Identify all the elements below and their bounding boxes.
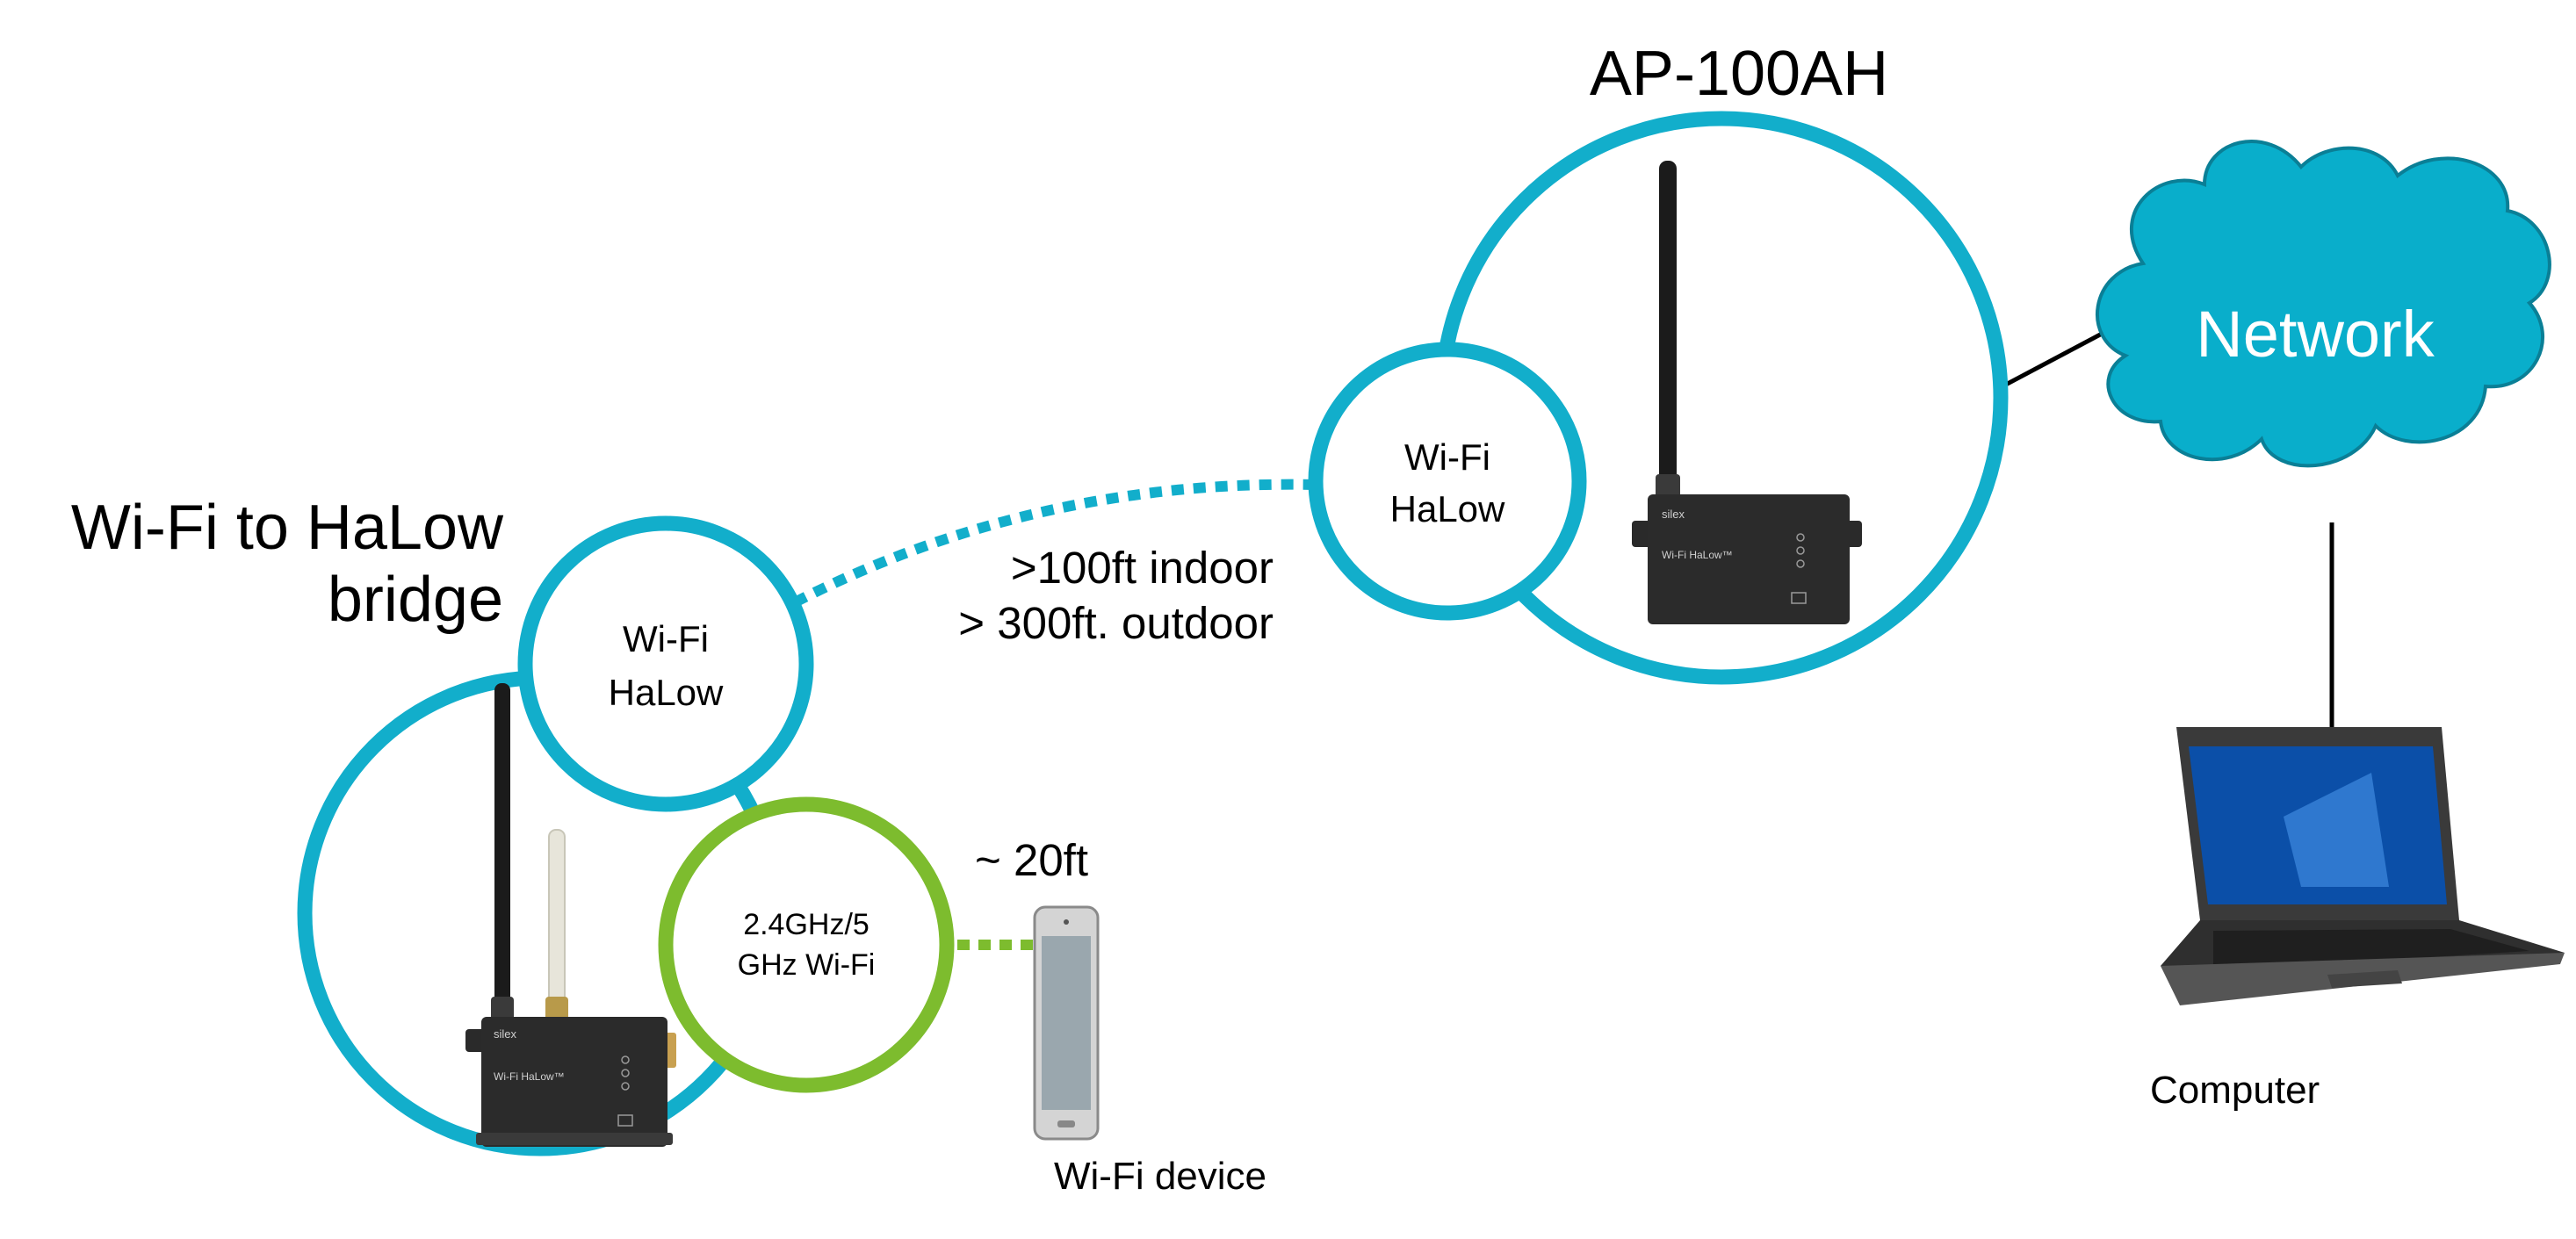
ap-device-model: Wi-Fi HaLow™ (1662, 549, 1733, 561)
wifi-range: ~ 20ft (975, 835, 1088, 885)
computer-label: Computer (2150, 1069, 2320, 1112)
ap-device-brand: silex (1662, 508, 1685, 521)
wifi-label-line2: GHz Wi-Fi (738, 948, 876, 982)
ap-halow-label-line1: Wi-Fi (1404, 436, 1490, 478)
bridge-halow-label-line1: Wi-Fi (623, 618, 709, 659)
ap-antenna (1659, 161, 1677, 486)
network-cloud (2095, 140, 2551, 468)
bridge-device-model: Wi-Fi HaLow™ (494, 1070, 565, 1083)
range-outdoor: > 300ft. outdoor (958, 598, 1274, 648)
bridge-halow-label-line2: HaLow (609, 672, 724, 713)
tablet-screen (1042, 936, 1091, 1110)
bridge-halow-circle (517, 515, 814, 812)
ap-device: silex Wi-Fi HaLow™ (1632, 161, 1862, 624)
bridge-device-brand: silex (494, 1027, 517, 1041)
bridge-title-line2: bridge (328, 565, 503, 635)
bridge-device: silex Wi-Fi HaLow™ (465, 683, 676, 1147)
bridge-antenna-white (548, 829, 566, 1015)
ap-network-link (2001, 322, 2120, 389)
ap-title: AP-100AH (1590, 39, 1888, 109)
ap-halow-circle (1308, 342, 1587, 621)
computer-laptop (2161, 727, 2565, 1005)
range-indoor: >100ft indoor (1011, 543, 1274, 593)
bridge-title-line1: Wi-Fi to HaLow (71, 493, 504, 563)
network-label: Network (2196, 298, 2435, 371)
bridge-device-body (481, 1017, 667, 1147)
halow-link (792, 479, 1318, 608)
bridge-antenna-black (494, 683, 510, 1017)
wifi-device-tablet (1033, 905, 1100, 1141)
ap-halow-label-line2: HaLow (1390, 488, 1505, 529)
ap-device-body (1648, 494, 1850, 624)
wifi-label-line1: 2.4GHz/5 (743, 908, 869, 941)
bridge-wifi-circle (658, 796, 955, 1093)
wifi-device-label: Wi-Fi device (1054, 1155, 1266, 1198)
